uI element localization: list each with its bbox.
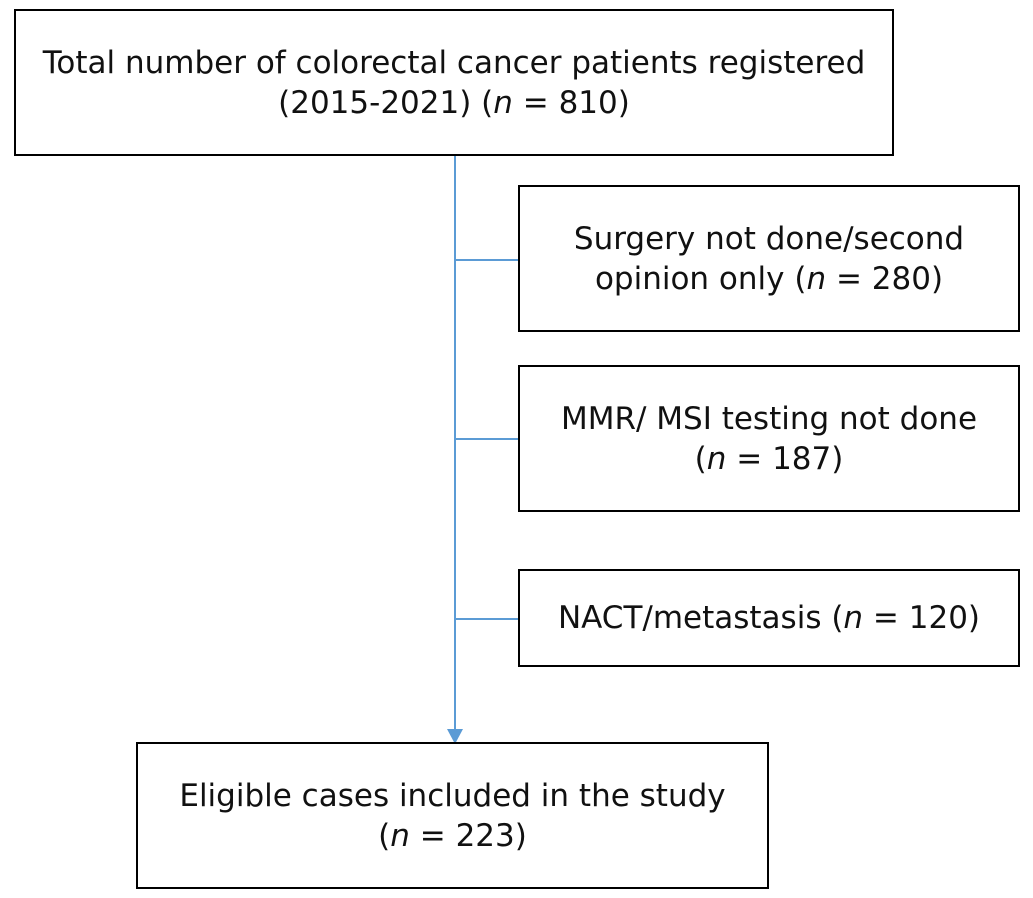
total-patients-line2-pre: (2015-2021) ( bbox=[278, 84, 494, 121]
nact-metastasis-line1: NACT/metastasis (n = 120) bbox=[558, 598, 980, 638]
nact-metastasis-n-symbol: n bbox=[843, 600, 864, 636]
surgery-not-done-line2-pre: opinion only ( bbox=[594, 260, 807, 297]
surgery-not-done-line2: opinion only (n = 280) bbox=[595, 259, 943, 299]
mmr-msi-not-done-line1: MMR/ MSI testing not done bbox=[560, 400, 978, 437]
nact-metastasis-count: = 120) bbox=[863, 600, 981, 636]
total-patients-line2: (2015-2021) (n = 810) bbox=[278, 83, 630, 123]
surgery-not-done-count: = 280) bbox=[826, 260, 944, 297]
mmr-msi-not-done-line2: (n = 187) bbox=[695, 439, 844, 479]
nact-metastasis-box: NACT/metastasis (n = 120) bbox=[518, 569, 1020, 667]
total-patients-line1: Total number of colorectal cancer patien… bbox=[42, 44, 866, 81]
nact-metastasis-line1-pre: NACT/metastasis ( bbox=[557, 600, 844, 636]
total-patients-box: Total number of colorectal cancer patien… bbox=[14, 9, 894, 156]
eligible-cases-n-symbol: n bbox=[390, 817, 410, 854]
eligible-cases-box: Eligible cases included in the study (n … bbox=[136, 742, 769, 889]
total-patients-count: = 810) bbox=[512, 84, 630, 121]
surgery-not-done-box: Surgery not done/second opinion only (n … bbox=[518, 185, 1020, 332]
eligible-cases-count: = 223) bbox=[409, 817, 527, 854]
mmr-msi-not-done-n-symbol: n bbox=[706, 440, 727, 477]
surgery-not-done-line1: Surgery not done/second bbox=[573, 220, 965, 257]
mmr-msi-not-done-count: = 187) bbox=[726, 440, 844, 477]
eligible-cases-line2-pre: ( bbox=[378, 817, 391, 854]
total-patients-n-symbol: n bbox=[493, 84, 513, 121]
mmr-msi-not-done-box: MMR/ MSI testing not done (n = 187) bbox=[518, 365, 1020, 512]
arrow-head-icon bbox=[447, 729, 463, 744]
mmr-msi-not-done-line2-pre: ( bbox=[694, 440, 707, 477]
surgery-not-done-n-symbol: n bbox=[806, 260, 827, 297]
eligible-cases-line1: Eligible cases included in the study bbox=[179, 777, 726, 814]
eligible-cases-line2: (n = 223) bbox=[378, 816, 527, 856]
